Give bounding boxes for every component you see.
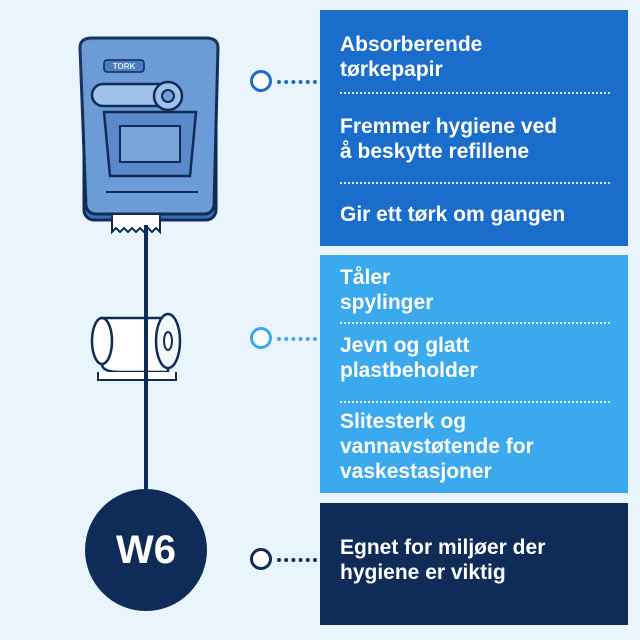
badge-label: W6: [116, 527, 176, 572]
feature-text: Jevn og glatt plastbeholder: [340, 334, 478, 382]
product-badge: W6: [85, 489, 207, 611]
feature-text: Egnet for miljøer der hygiene er viktig: [340, 536, 546, 584]
feature-panel-1: Absorberende tørkepapir Fremmer hygiene …: [320, 10, 628, 246]
ring-icon: [250, 327, 272, 349]
dotted-line: [277, 337, 317, 341]
feature-panel-2: Tåler spylinger Jevn og glatt plastbehol…: [320, 255, 628, 493]
divider: [340, 92, 610, 94]
ring-icon: [250, 70, 272, 92]
feature-panel-3: Egnet for miljøer der hygiene er viktig: [320, 503, 628, 625]
feature-text: Fremmer hygiene ved å beskytte refillene: [340, 115, 558, 163]
feature-text: Slitesterk og vannavstøtende for vaskest…: [340, 410, 534, 483]
brand-text: TORK: [113, 62, 136, 71]
feature-text: Absorberende tørkepapir: [340, 33, 483, 81]
feature-text: Gir ett tørk om gangen: [340, 203, 566, 226]
connector-group-1: [250, 70, 320, 94]
connector-line: [144, 225, 148, 525]
connector-group-2: [250, 327, 320, 351]
divider: [340, 182, 610, 184]
feature-text: Tåler spylinger: [340, 266, 434, 314]
dotted-line: [277, 80, 317, 84]
divider: [340, 322, 610, 324]
divider: [340, 401, 610, 403]
ring-icon: [250, 548, 272, 570]
dotted-line: [277, 558, 317, 562]
connector-group-3: [250, 548, 320, 572]
